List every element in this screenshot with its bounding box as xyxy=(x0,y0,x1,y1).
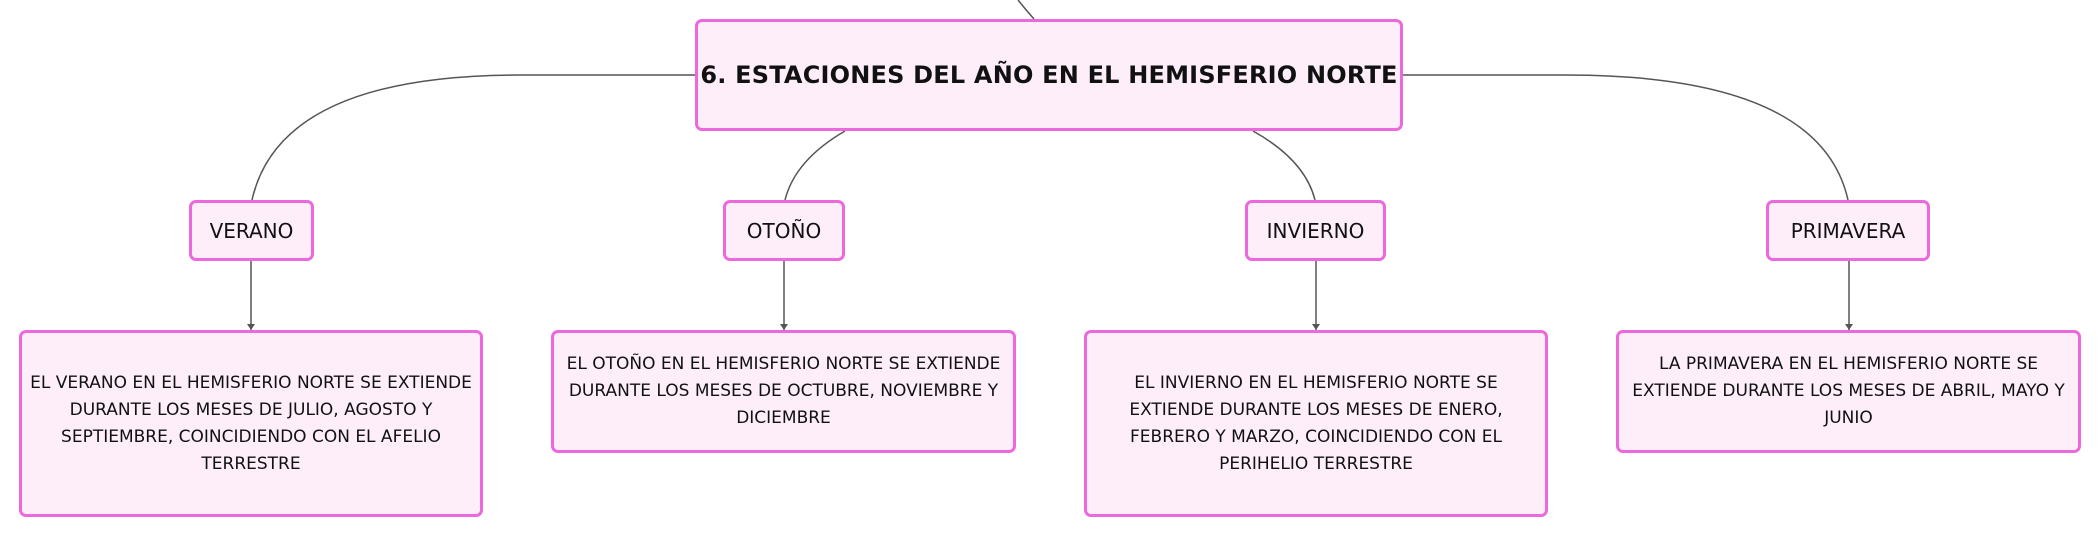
arrowhead-icon xyxy=(247,324,255,330)
season-label: PRIMAVERA xyxy=(1790,218,1906,243)
season-node-primavera[interactable]: PRIMAVERA xyxy=(1766,200,1930,261)
season-description-otono[interactable]: EL OTOÑO EN EL HEMISFERIO NORTE SE EXTIE… xyxy=(551,330,1016,453)
diagram-title-text: 6. ESTACIONES DEL AÑO EN EL HEMISFERIO N… xyxy=(700,61,1398,89)
description-text: EL VERANO EN EL HEMISFERIO NORTE SE EXTI… xyxy=(30,372,472,474)
diagram-title[interactable]: 6. ESTACIONES DEL AÑO EN EL HEMISFERIO N… xyxy=(695,19,1403,131)
arrowhead-icon xyxy=(780,324,788,330)
connector-title-invierno xyxy=(1252,130,1316,201)
connector-title-otono xyxy=(784,130,846,201)
parent-connector xyxy=(1017,0,1035,20)
arrowhead-icon xyxy=(1845,324,1853,330)
arrowhead-icon xyxy=(1312,324,1320,330)
season-label: OTOÑO xyxy=(746,218,822,243)
connector-title-primavera xyxy=(1403,74,1849,201)
description-text: EL OTOÑO EN EL HEMISFERIO NORTE SE EXTIE… xyxy=(566,354,1001,428)
season-node-otono[interactable]: OTOÑO xyxy=(723,200,845,261)
season-label: VERANO xyxy=(209,218,294,243)
connector-title-verano xyxy=(251,74,695,201)
season-description-primavera[interactable]: LA PRIMAVERA EN EL HEMISFERIO NORTE SE E… xyxy=(1616,330,2081,453)
season-label: INVIERNO xyxy=(1266,218,1365,243)
season-description-invierno[interactable]: EL INVIERNO EN EL HEMISFERIO NORTE SE EX… xyxy=(1084,330,1548,517)
description-text: LA PRIMAVERA EN EL HEMISFERIO NORTE SE E… xyxy=(1632,354,2065,428)
season-node-invierno[interactable]: INVIERNO xyxy=(1245,200,1386,261)
season-node-verano[interactable]: VERANO xyxy=(189,200,314,261)
description-text: EL INVIERNO EN EL HEMISFERIO NORTE SE EX… xyxy=(1129,372,1503,474)
season-description-verano[interactable]: EL VERANO EN EL HEMISFERIO NORTE SE EXTI… xyxy=(19,330,483,517)
